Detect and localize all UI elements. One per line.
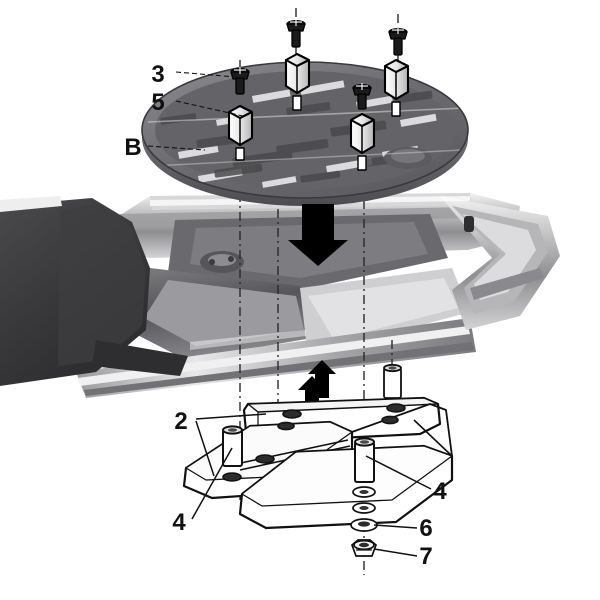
bush-2 (284, 52, 311, 111)
label-4-left: 4 (172, 509, 186, 536)
leader-2b (195, 420, 215, 477)
fasteners-bottom (350, 486, 378, 557)
screws-group (230, 19, 408, 110)
screw-4 (352, 83, 372, 110)
screw-3 (388, 27, 408, 56)
label-2: 2 (174, 408, 187, 435)
leader-7 (373, 548, 418, 557)
arrow-down-main (288, 204, 348, 266)
label-4-right: 4 (433, 478, 447, 505)
spacer-right (383, 363, 402, 399)
labels-group: 3 5 B 2 4 4 6 7 (124, 61, 447, 570)
label-7: 7 (419, 543, 432, 570)
bushes-group (227, 52, 410, 171)
screw-2 (286, 19, 306, 48)
label-B: B (124, 134, 141, 161)
label-3: 3 (151, 61, 164, 88)
label-6: 6 (419, 515, 432, 542)
bush-4 (349, 112, 376, 171)
leader-2a (195, 413, 267, 420)
screw-1 (230, 67, 250, 95)
washer-6 (350, 518, 378, 532)
bush-1 (227, 104, 254, 161)
leader-4-right (365, 455, 432, 490)
leader-B (147, 145, 206, 151)
plate-ribs (147, 80, 466, 188)
label-5: 5 (151, 89, 164, 116)
leader-4-left (191, 447, 233, 520)
spacer-center (354, 437, 375, 483)
leader-3 (175, 71, 249, 79)
leader-lines (147, 71, 432, 557)
bracket-holes (222, 403, 406, 482)
bush-3 (383, 58, 410, 117)
arrow-up-right (308, 360, 336, 398)
leader-5 (175, 100, 244, 117)
nut-7 (350, 539, 378, 557)
leader-6 (373, 524, 418, 529)
top-luggage-plate (141, 61, 469, 206)
